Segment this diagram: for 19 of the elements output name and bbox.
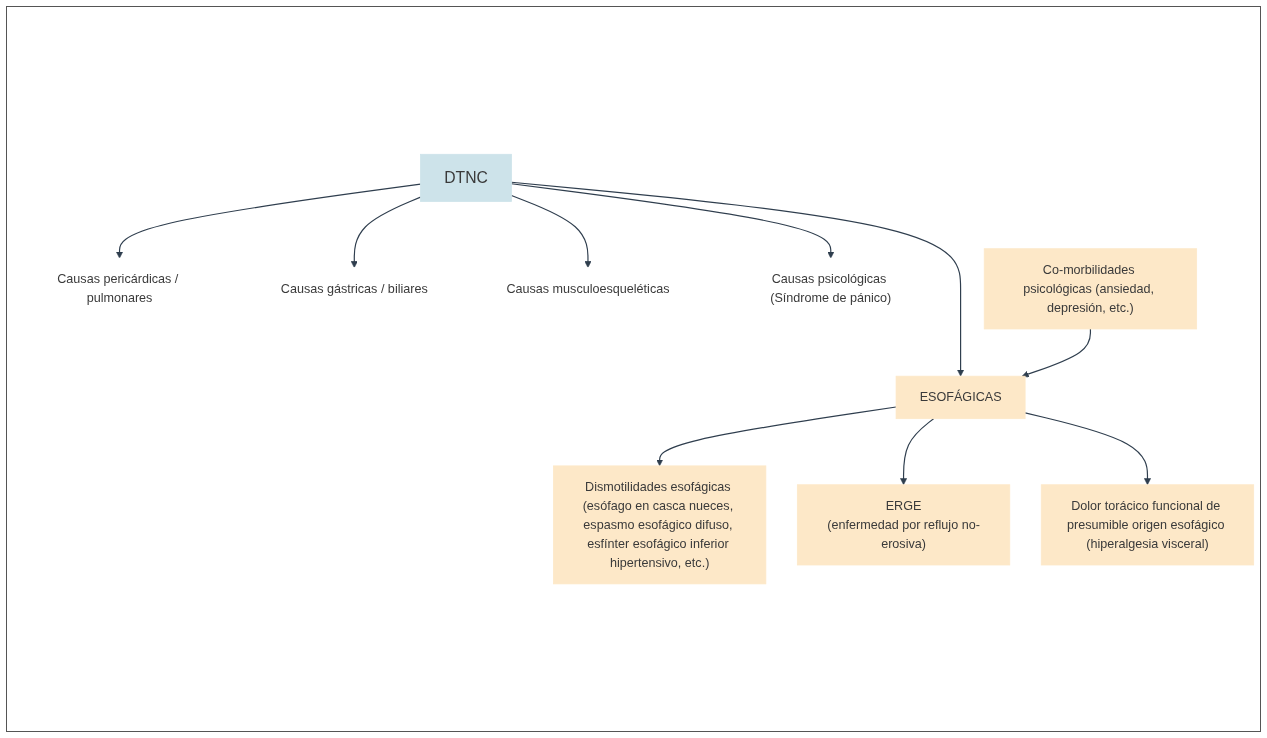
node-text: Causas pericárdicas / pulmonares bbox=[57, 272, 179, 305]
node-text: Causas psicológicas (Síndrome de pánico) bbox=[770, 272, 892, 305]
node-box: Dismotilidades esofágicas (esófago en casca nueces, espasmo esofágico difuso, esfínter esofágico inferior hipertensivo, etc.) bbox=[553, 465, 767, 585]
arrow bbox=[116, 183, 422, 259]
arrow bbox=[510, 194, 592, 268]
arrow bbox=[900, 418, 935, 485]
node-text: Causas musculoesqueléticas bbox=[506, 281, 670, 296]
arrow bbox=[1021, 328, 1091, 378]
node-text: Causas gástricas / biliares bbox=[280, 281, 428, 296]
arrow bbox=[1024, 412, 1151, 485]
node-box: Dolor torácico funcional de presumible origen esofágico (hiperalgesia visceral) bbox=[1040, 484, 1255, 566]
arrow bbox=[510, 181, 965, 377]
node-box: ERGE (enfermedad por reflujo no-erosiva) bbox=[796, 484, 1011, 566]
arrow bbox=[510, 183, 835, 259]
node-box: ESOFÁGICAS bbox=[895, 375, 1026, 419]
arrow bbox=[350, 196, 422, 268]
node-box: DTNC bbox=[420, 153, 512, 202]
arrow bbox=[656, 406, 897, 467]
node-box: Co-morbilidades psicológicas (ansiedad, depresión, etc.) bbox=[983, 248, 1198, 330]
